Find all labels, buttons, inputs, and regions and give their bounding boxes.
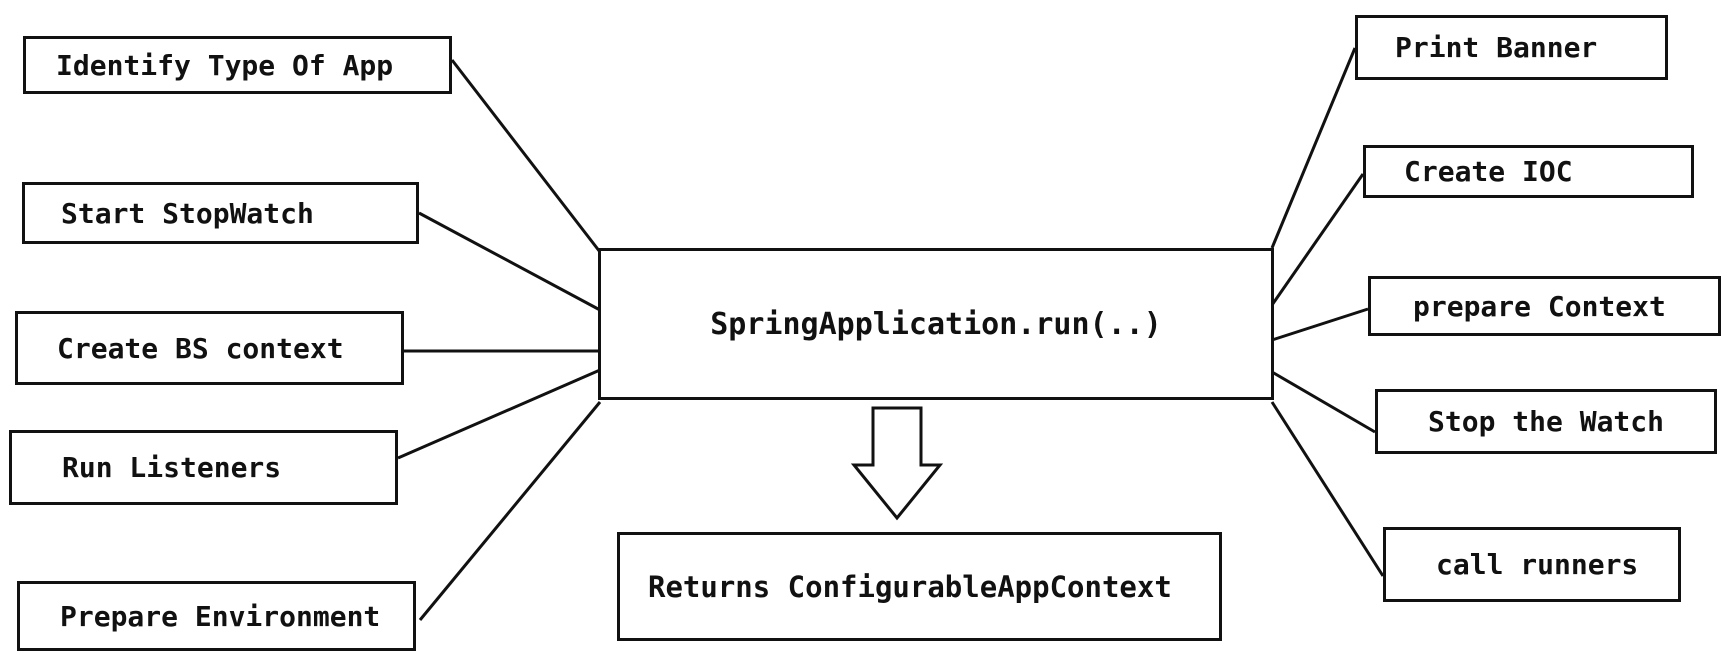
step-label: Stop the Watch bbox=[1428, 405, 1665, 438]
connector-stop-watch bbox=[1271, 370, 1376, 434]
connector-prepare-context bbox=[1271, 307, 1369, 342]
step-label: Create BS context bbox=[57, 331, 344, 365]
connector-identify-type bbox=[450, 59, 602, 253]
step-stop-the-watch: Stop the Watch bbox=[1375, 389, 1717, 454]
connector-prepare-environment bbox=[418, 401, 602, 621]
step-run-listeners: Run Listeners bbox=[9, 430, 398, 505]
step-label: prepare Context bbox=[1413, 289, 1666, 323]
connector-call-runners bbox=[1270, 401, 1385, 577]
step-create-bs-context: Create BS context bbox=[15, 311, 404, 385]
result-label: Returns ConfigurableAppContext bbox=[648, 569, 1172, 604]
step-call-runners: call runners bbox=[1383, 527, 1681, 602]
step-create-ioc: Create IOC bbox=[1363, 145, 1694, 198]
step-label: Identify Type Of App bbox=[56, 48, 394, 82]
step-label: Print Banner bbox=[1395, 31, 1598, 64]
step-label: Run Listeners bbox=[62, 451, 282, 484]
step-prepare-environment: Prepare Environment bbox=[17, 581, 416, 651]
step-label: Prepare Environment bbox=[60, 599, 381, 633]
connector-start-stopwatch bbox=[418, 211, 601, 312]
step-start-stopwatch: Start StopWatch bbox=[22, 182, 419, 244]
returns-configurable-app-context-box: Returns ConfigurableAppContext bbox=[617, 532, 1222, 641]
connector-create-ioc bbox=[1270, 173, 1365, 306]
connector-run-listeners bbox=[397, 368, 601, 460]
connector-print-banner bbox=[1270, 47, 1357, 249]
step-print-banner: Print Banner bbox=[1355, 15, 1668, 80]
step-prepare-context: prepare Context bbox=[1368, 276, 1721, 336]
step-label: Start StopWatch bbox=[61, 196, 314, 230]
down-arrow-icon bbox=[850, 406, 944, 521]
center-label: SpringApplication.run(..) bbox=[710, 306, 1162, 342]
step-label: call runners bbox=[1436, 548, 1639, 581]
step-identify-type-of-app: Identify Type Of App bbox=[23, 36, 452, 94]
step-label: Create IOC bbox=[1404, 155, 1573, 188]
spring-application-run-box: SpringApplication.run(..) bbox=[598, 248, 1274, 400]
